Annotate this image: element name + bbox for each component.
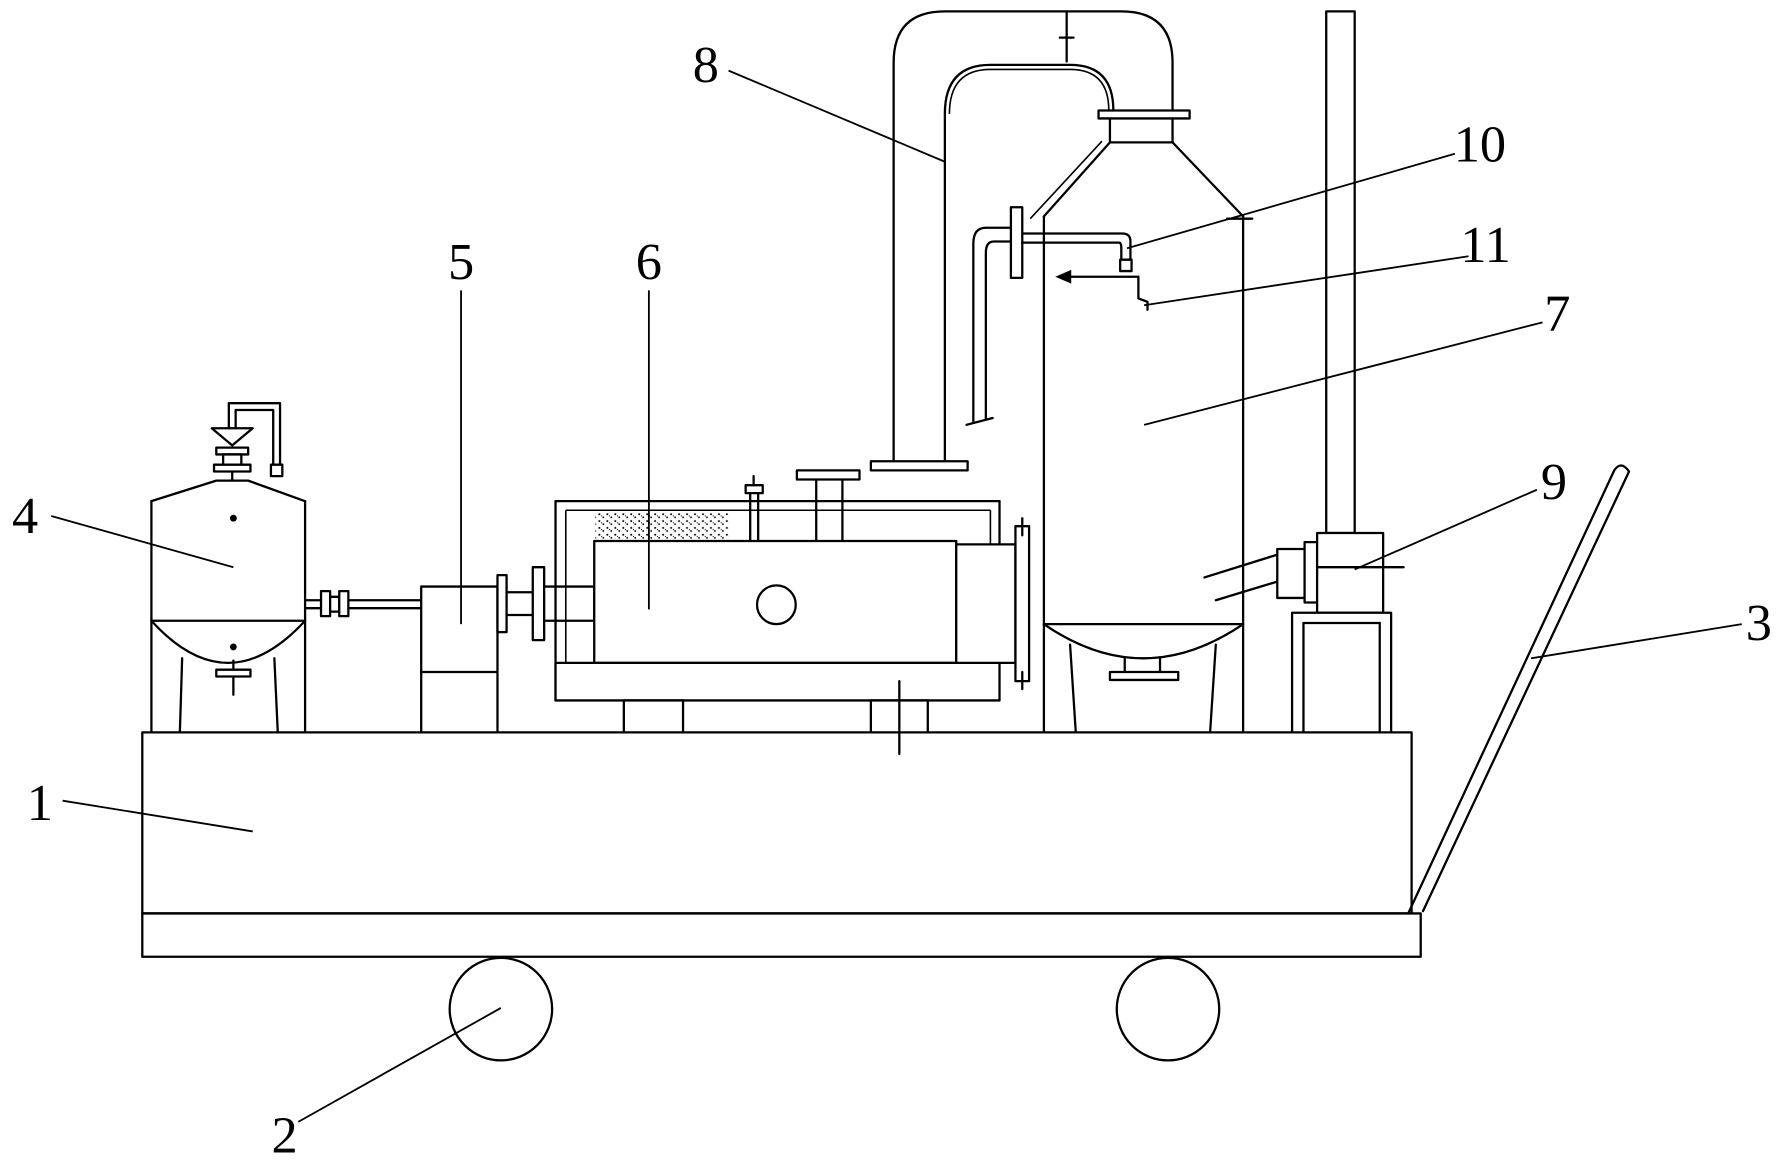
callout-8: 8 [693, 36, 719, 94]
part-10-nozzle [1119, 258, 1133, 273]
tank-bottom-dome [150, 619, 307, 664]
leader-lines [50, 69, 1742, 1123]
unit-5 [420, 566, 596, 734]
vessel-base-box [554, 661, 1001, 702]
sight-glass [755, 584, 797, 626]
chimney [1325, 10, 1356, 535]
callout-7: 7 [1544, 284, 1570, 342]
column-leg-inner-left [1068, 643, 1077, 734]
column-inlet [965, 206, 1149, 426]
tank-leg-inner-right [273, 657, 279, 734]
callout-1: 1 [27, 774, 53, 832]
spray-arrow-head [1055, 269, 1072, 284]
duct-upper [1203, 553, 1279, 579]
tank-vent-fitting [269, 463, 284, 478]
callout-10: 10 [1454, 116, 1506, 174]
vessel-foot-left [622, 699, 685, 734]
connector-flange [531, 566, 546, 642]
cart-body [141, 731, 1413, 915]
inlet-pipe-outer [972, 226, 1013, 423]
pipe-8 [869, 10, 1174, 472]
connector-nozzle [543, 585, 596, 622]
inner-pipe-bottom [1021, 241, 1123, 266]
wheel-left [448, 956, 554, 1062]
inlet-flange [1009, 206, 1024, 280]
pipe-8-outer [892, 10, 1174, 463]
column-leg-inner-right [1208, 643, 1217, 734]
inlet-pipe-tip [965, 416, 994, 426]
callout-4: 4 [12, 487, 38, 545]
callout-6: 6 [636, 233, 662, 291]
wheels [448, 956, 1221, 1062]
nozzle-flange [795, 469, 861, 481]
unit-9-housing [1315, 531, 1385, 614]
leader-9 [1354, 488, 1538, 571]
tank-valve-body [221, 453, 243, 466]
leader-2 [297, 1007, 502, 1123]
unit-9-stand [1290, 611, 1393, 734]
unit-5-flange [496, 574, 508, 634]
leader-3 [1530, 623, 1742, 660]
leader-11 [1143, 255, 1469, 307]
column-7 [1029, 109, 1254, 734]
inlet-pipe-inner [984, 240, 1013, 421]
callout-2: 2 [272, 1107, 298, 1164]
chimney-stack [1325, 10, 1356, 535]
column-bottom-dome [1042, 623, 1245, 660]
tank-outlet-union [328, 595, 341, 613]
duct-lower [1214, 579, 1281, 602]
leader-8 [728, 69, 946, 163]
handle [1407, 464, 1631, 915]
leader-7 [1143, 321, 1543, 426]
cart-platform [141, 912, 1422, 958]
column-top-flange [1097, 109, 1191, 120]
wheel-right [1115, 956, 1221, 1062]
unit-5-box [420, 585, 499, 734]
unit-9 [1203, 531, 1405, 734]
tank-outlet-flange-a [319, 589, 332, 618]
insulation-fill [595, 512, 729, 540]
pipe-8-base-flange [869, 460, 969, 472]
tank [150, 402, 423, 734]
callout-labels: 1 2 3 4 5 6 7 8 9 10 11 [12, 36, 1772, 1164]
fitting-small-cap [744, 484, 764, 495]
column-cone-right [1171, 141, 1245, 218]
callout-9: 9 [1541, 453, 1567, 511]
pipe-8-inner [943, 63, 1115, 463]
tank-top-dome [150, 479, 307, 503]
tank-vent-pipe-inner [234, 408, 275, 466]
handle-bar [1407, 464, 1631, 915]
tank-mark-lower [229, 643, 237, 651]
cart-frame [141, 731, 1422, 958]
duct-flange-b [1303, 540, 1319, 604]
inner-pipe-top [1021, 232, 1132, 266]
callout-3: 3 [1746, 594, 1772, 652]
column-cone-left [1042, 141, 1112, 218]
vessel-6 [554, 469, 1031, 756]
pipe-8-inner-wall [948, 68, 1110, 114]
tank-funnel [210, 427, 254, 447]
column-cone-left-outer [1029, 140, 1103, 220]
leader-1 [62, 799, 253, 833]
vessel-shell [593, 539, 958, 665]
tank-outlet-flange-b [338, 589, 350, 618]
leader-4 [50, 515, 234, 569]
tank-mark-upper [229, 514, 237, 522]
tank-leg-inner-left [178, 657, 184, 734]
callout-11: 11 [1460, 216, 1510, 274]
leader-10 [1126, 152, 1456, 250]
tank-drain-valve [215, 668, 252, 678]
vessel-end-cap [955, 543, 1017, 665]
duct-flange-a [1276, 547, 1306, 600]
column-bottom-flange [1108, 670, 1180, 682]
callout-5: 5 [448, 233, 474, 291]
part-11-nozzle [1137, 275, 1149, 311]
vessel-end-flange [1014, 525, 1031, 683]
tank-vent-pipe-outer [227, 402, 282, 466]
